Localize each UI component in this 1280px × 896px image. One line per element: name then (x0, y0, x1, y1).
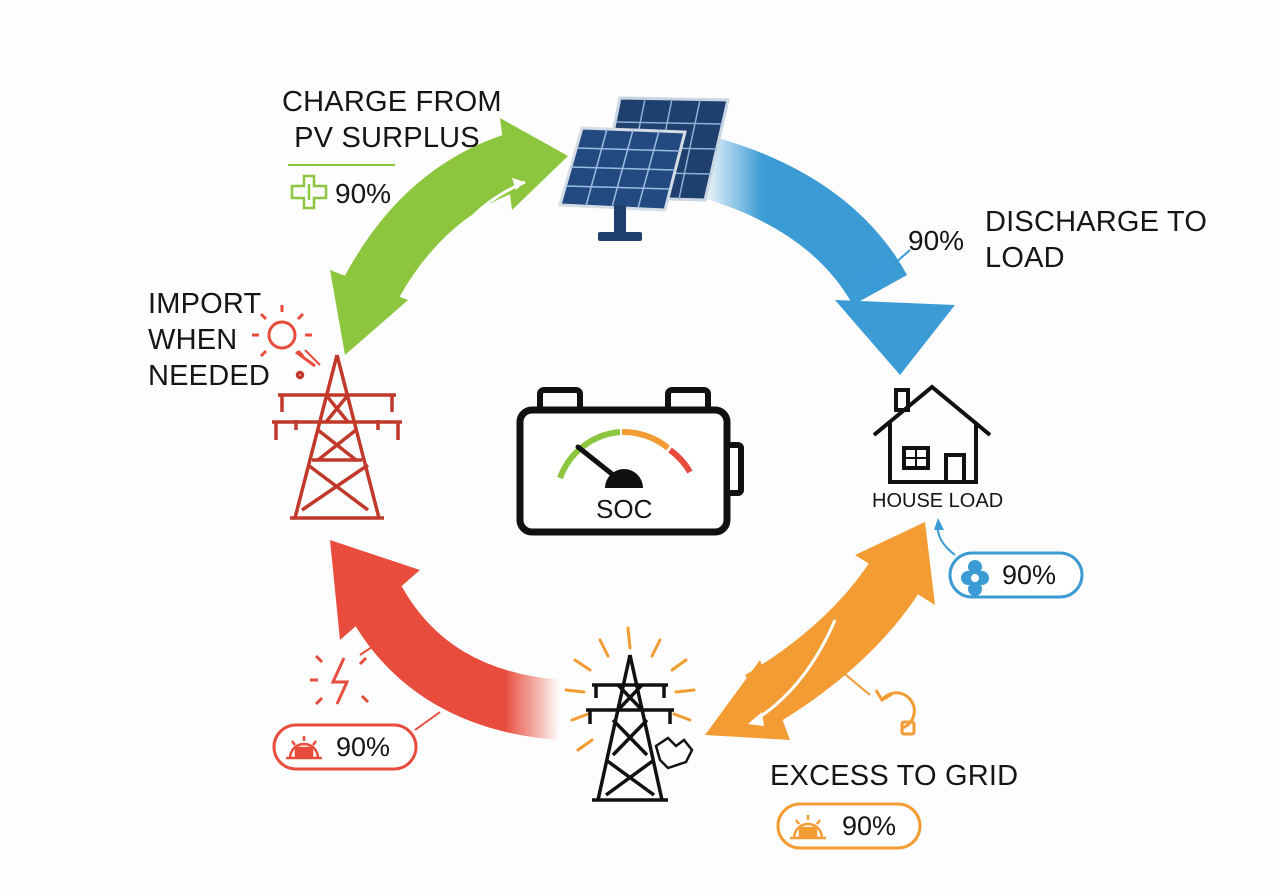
gauge-orange (621, 428, 670, 451)
charge-value: 90% (335, 178, 392, 209)
import-efficiency-pill (272, 723, 418, 771)
sunrise-icon (286, 736, 322, 760)
excess-arrow (705, 522, 935, 740)
house-icon (872, 384, 992, 484)
import-pill-value: 90% (336, 732, 391, 762)
house-load-label: HOUSE LOAD (872, 490, 1004, 512)
discharge-label-line-1: DISCHARGE TO (985, 206, 1208, 238)
charge-efficiency-pill (288, 164, 395, 210)
discharge-value: 90% (908, 225, 965, 256)
glowing-tower-icon (564, 626, 696, 802)
sun-icon (252, 305, 316, 368)
gauge-red (668, 447, 693, 474)
excess-pill-value: 90% (842, 811, 897, 841)
gauge-green (557, 429, 621, 480)
excess-label: EXCESS TO GRID (770, 758, 1018, 794)
sunrise-icon (790, 815, 826, 840)
soc-label: SOC (596, 494, 653, 524)
plant-icon (290, 174, 328, 210)
import-label-line-1: IMPORT (148, 288, 262, 320)
import-label-line-3: NEEDED (148, 360, 271, 392)
import-label: IMPORT WHEN NEEDED (148, 286, 270, 394)
discharge-arrow (691, 135, 955, 375)
battery-icon (516, 387, 744, 536)
discharge-pill-value: 90% (1002, 560, 1057, 590)
excess-efficiency-pill (776, 802, 922, 850)
excess-label-line-1: EXCESS TO GRID (770, 760, 1019, 792)
solar-panel-icon (558, 96, 730, 241)
hand-icon (654, 736, 694, 770)
import-arrow (330, 540, 563, 740)
discharge-efficiency-pill (948, 551, 1084, 599)
lightning-icon (310, 654, 370, 706)
connector-arrows (304, 204, 956, 556)
discharge-label: DISCHARGE TO LOAD (985, 204, 1207, 276)
flower-icon (961, 560, 989, 596)
charge-label: CHARGE FROM PV SURPLUS (282, 84, 502, 156)
refresh-icon (874, 689, 916, 736)
charge-label-line-1: CHARGE FROM (282, 86, 502, 118)
transmission-tower-icon (272, 354, 402, 520)
discharge-label-line-2: LOAD (985, 242, 1065, 274)
charge-label-line-2: PV SURPLUS (294, 122, 480, 154)
charge-arrow (330, 118, 568, 355)
import-label-line-2: WHEN (148, 324, 238, 356)
